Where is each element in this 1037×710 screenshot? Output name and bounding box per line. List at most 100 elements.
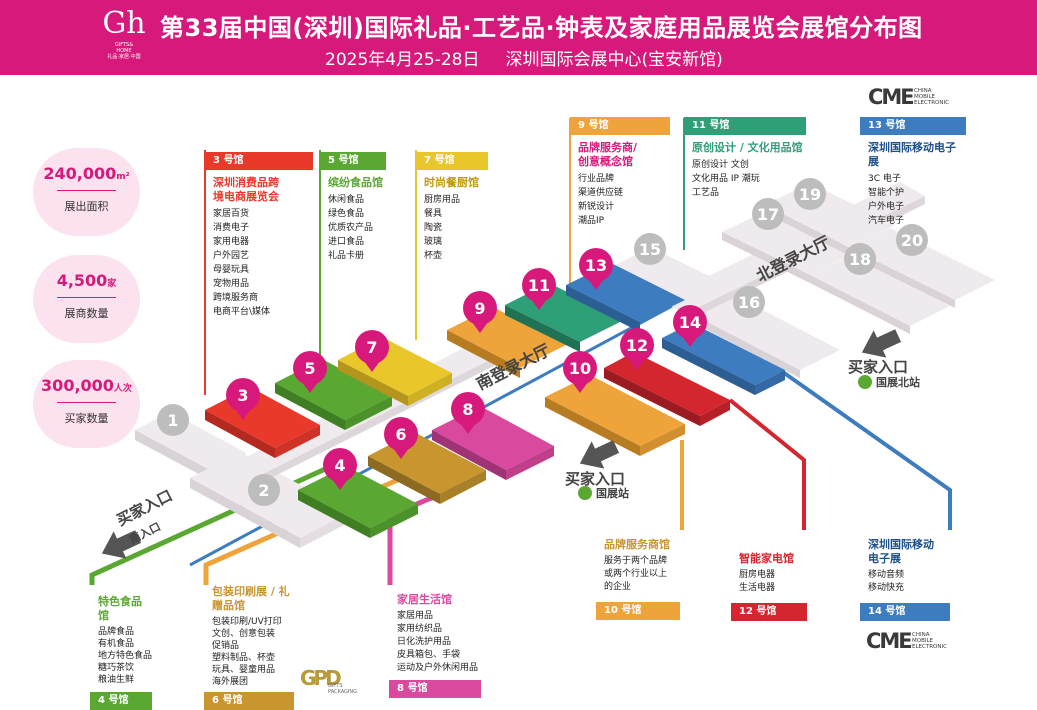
cme-logo-top: CME CHINA MOBILE ELECTRONIC: [868, 86, 963, 108]
hall-card-6-num: 6 号馆: [204, 692, 294, 710]
stat-area: 240,000m² 展出面积: [33, 148, 140, 236]
logo-mark: Gh: [102, 6, 146, 41]
hall-card-13[interactable]: 13 号馆 深圳国际移动电子展 3C 电子 智能个护 户外电子 汽车电子: [860, 117, 966, 228]
hall-card-10[interactable]: 品牌服务商馆 服务于两个品牌 或两个行业以上 的企业 10 号馆: [596, 538, 680, 620]
hall-card-12-item: 厨房电器: [739, 570, 776, 580]
hall-card-11-item: 工艺品: [692, 188, 720, 198]
hall-card-5-item: 礼品卡册: [328, 251, 365, 261]
header-banner: Gh GIFTS& HOME 礼品·家居·中国 第33届中国(深圳)国际礼品·工…: [0, 0, 1037, 75]
hall-16[interactable]: [690, 293, 840, 378]
stat-buyers-unit: 人次: [113, 384, 132, 394]
hall-card-8[interactable]: 家居生活馆 家居用品 家用纺织品 日化洗护用品 皮具箱包、手袋 运动及户外休闲用…: [389, 593, 481, 698]
hall-card-5-name: 缤纷食品馆: [328, 176, 383, 189]
hall-card-3-item: 家居百货: [213, 209, 250, 219]
hall-card-14-item: 移动音频: [868, 570, 905, 580]
hall-card-9[interactable]: 9 号馆 品牌服务商/ 创意概念馆 行业品牌 渠道供应链 新锐设计 潮品IP: [570, 117, 670, 228]
hall-card-4-item: 有机食品: [98, 639, 135, 649]
hall-card-3-item: 电商平台\媒体: [213, 307, 271, 317]
hall-number-12: 12: [626, 336, 648, 355]
hall-card-10-item: 的企业: [604, 582, 632, 592]
hall-card-3-name2: 境电商展览会: [213, 190, 279, 203]
hall-card-8-item: 运动及户外休闲用品: [397, 663, 479, 673]
cme-logo-line1: CHINA: [912, 632, 930, 638]
hall-card-7-item: 杯壶: [424, 251, 443, 261]
logo-text-home: HOME: [116, 48, 132, 54]
hall-card-12-name: 智能家电馆: [739, 552, 794, 565]
hall-card-9-item: 新锐设计: [578, 202, 615, 212]
hall-card-6[interactable]: 包装印刷展 / 礼赠品馆 包装印刷/UV打印 文创、创意包装 促销品 塑料制品、…: [204, 585, 294, 710]
hall-number-2: 2: [258, 481, 269, 500]
hall-card-3-item: 宠物用品: [213, 279, 250, 289]
hall-18[interactable]: [810, 255, 950, 334]
hall-card-5-item: 休闲食品: [328, 195, 365, 205]
hall-card-8-item: 家居用品: [397, 611, 434, 621]
hall-17[interactable]: [722, 210, 855, 283]
page-title: 第33届中国(深圳)国际礼品·工艺品·钟表及家庭用品展览会展馆分布图: [160, 14, 923, 42]
hall-card-4-item: 粮油生鲜: [98, 675, 135, 685]
hall-number-11: 11: [528, 276, 550, 295]
stat-buyers: 300,000人次 买家数量: [33, 360, 140, 448]
hall-card-13-item: 智能个护: [868, 188, 905, 198]
hall-card-10-item: 或两个行业以上: [604, 569, 668, 579]
stat-exhibitors: 4,500家 展商数量: [33, 255, 140, 343]
logo-text-gifts: GIFTS&: [114, 42, 134, 48]
gifts-packaging-logo: GPD GIFTS PACKAGING: [300, 666, 357, 696]
hall-card-13-item: 3C 电子: [868, 174, 901, 184]
hall-card-5-item: 优质农产品: [328, 223, 374, 233]
cme-logo-line1: CHINA: [914, 88, 932, 94]
hall-card-7-item: 玻璃: [424, 237, 443, 247]
hall-card-10-item: 服务于两个品牌: [604, 556, 668, 566]
hall-card-13-item: 户外电子: [868, 202, 905, 212]
hall-number-6: 6: [395, 425, 406, 444]
hall-20[interactable]: [850, 228, 995, 308]
entrance-north-sub: 国展北站: [876, 375, 920, 389]
cme-logo-line3: ELECTRONIC: [914, 100, 949, 106]
entrance-guozhan[interactable]: 买家入口 国展站: [565, 433, 629, 500]
entrance-south[interactable]: 买家入口 南入口: [96, 486, 176, 567]
stat-area-unit: m²: [116, 172, 130, 182]
hall-card-3-item: 户外园艺: [213, 251, 250, 261]
hall-card-11[interactable]: 11 号馆 原创设计 / 文化用品馆 原创设计 文创 文化用品 IP 潮玩 工艺…: [684, 117, 806, 200]
stat-exhibitors-value: 4,500: [56, 271, 108, 290]
hall-card-3[interactable]: 3 号馆 深圳消费品跨 境电商展览会 家居百货 消费电子 家用电器 户外园艺 母…: [205, 152, 313, 319]
hall-card-13-name: 深圳国际移动电子展: [868, 141, 956, 168]
hall-number-19: 19: [799, 185, 821, 204]
stat-buyers-label: 买家数量: [64, 412, 109, 425]
hall-number-17: 17: [757, 205, 779, 224]
hall-card-11-num: 11 号馆: [684, 117, 806, 135]
hall-number-9: 9: [474, 299, 485, 318]
hall-card-3-item: 消费电子: [213, 223, 250, 233]
hall-number-8: 8: [462, 400, 473, 419]
hall-12[interactable]: [604, 352, 730, 426]
cme-logo-mark: CME: [868, 85, 915, 109]
stat-area-value: 240,000: [43, 164, 117, 183]
entrance-north[interactable]: 买家入口 国展北站: [848, 322, 920, 389]
hall-card-5[interactable]: 5 号馆 缤纷食品馆 休闲食品 绿色食品 优质农产品 进口食品 礼品卡册: [320, 152, 386, 263]
hall-card-13-item: 汽车电子: [868, 216, 905, 226]
hall-card-7-num: 7 号馆: [416, 152, 488, 170]
hall-card-9-name2: 创意概念馆: [578, 155, 633, 168]
hall-card-8-item: 家用纺织品: [397, 624, 443, 634]
hall-number-15: 15: [639, 240, 661, 259]
hall-number-10: 10: [569, 359, 591, 378]
hall-card-3-item: 家用电器: [213, 237, 250, 247]
hall-card-6-item: 文创、创意包装: [212, 629, 276, 639]
hall-card-11-name: 原创设计 / 文化用品馆: [692, 141, 803, 154]
hall-card-7[interactable]: 7 号馆 时尚餐厨馆 厨房用品 餐具 陶瓷 玻璃 杯壶: [416, 152, 488, 263]
page-subtitle: 2025年4月25-28日深圳国际会展中心(宝安新馆): [325, 45, 749, 70]
hall-4[interactable]: [298, 466, 418, 538]
hall-card-9-num: 9 号馆: [570, 117, 670, 135]
hall-card-14[interactable]: 深圳国际移动 电子展 移动音频 移动快充 14 号馆: [860, 538, 950, 621]
hall-card-6-item: 促销品: [212, 641, 240, 651]
hall-number-3: 3: [237, 386, 248, 405]
hall-card-4[interactable]: 特色食品馆 品牌食品 有机食品 地方特色食品 糖巧茶饮 粮油生鲜 4 号馆: [90, 595, 152, 710]
hall-card-13-num: 13 号馆: [860, 117, 966, 135]
hall-card-12[interactable]: 智能家电馆 厨房电器 生活电器 12 号馆: [731, 552, 807, 621]
cme-logo-line3: ELECTRONIC: [912, 644, 947, 650]
hall-card-6-item: 海外展团: [212, 677, 249, 687]
cme-logo-line2: MOBILE: [912, 638, 934, 644]
hall-card-7-name: 时尚餐厨馆: [424, 176, 479, 189]
hall-card-6-name: 包装印刷展 / 礼赠品馆: [212, 585, 290, 612]
gifts-home-logo: Gh GIFTS& HOME 礼品·家居·中国: [100, 6, 148, 70]
